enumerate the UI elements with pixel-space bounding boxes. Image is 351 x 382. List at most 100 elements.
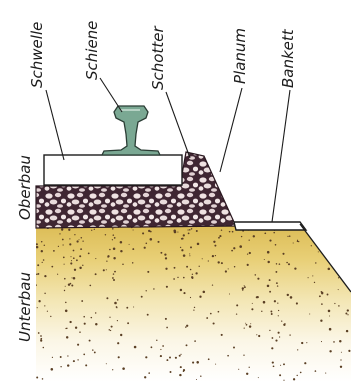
soil-speck — [165, 257, 167, 259]
soil-speck — [297, 349, 298, 350]
soil-speck — [69, 243, 71, 245]
soil-speck — [278, 332, 280, 334]
soil-speck — [67, 355, 68, 356]
soil-speck — [79, 267, 81, 269]
soil-speck — [180, 247, 181, 248]
soil-speck — [165, 318, 167, 320]
label-unterbau: Unterbau — [16, 272, 34, 342]
soil-speck — [147, 271, 149, 273]
soil-speck — [347, 309, 349, 311]
soil-speck — [144, 247, 146, 249]
soil-speck — [47, 311, 48, 312]
soil-speck — [200, 375, 201, 376]
soil-speck — [344, 280, 345, 281]
label-schwelle: Schwelle — [28, 22, 46, 88]
soil-speck — [188, 233, 190, 235]
soil-speck — [113, 279, 115, 281]
soil-speck — [61, 228, 63, 230]
soil-speck — [62, 239, 64, 241]
soil-speck — [95, 258, 96, 259]
soil-speck — [329, 350, 331, 352]
soil-speck — [308, 277, 309, 278]
soil-speck — [283, 363, 285, 365]
shoulder-bankett — [234, 222, 306, 230]
soil-speck — [325, 373, 326, 374]
soil-speck — [183, 370, 185, 372]
soil-speck — [160, 349, 161, 350]
soil-speck — [190, 297, 191, 298]
soil-speck — [218, 311, 220, 313]
soil-speck — [186, 344, 188, 346]
soil-speck — [239, 245, 242, 248]
soil-speck — [113, 234, 115, 236]
soil-speck — [271, 313, 273, 315]
soil-speck — [281, 320, 282, 321]
soil-speck — [76, 240, 78, 242]
soil-speck — [202, 258, 203, 259]
soil-speck — [196, 230, 198, 232]
soil-speck — [118, 356, 120, 358]
soil-speck — [66, 336, 68, 338]
soil-speck — [70, 256, 71, 257]
soil-speck — [287, 236, 288, 237]
soil-speck — [323, 234, 325, 236]
soil-speck — [36, 377, 38, 379]
soil-speck — [278, 310, 279, 311]
soil-speck — [150, 231, 152, 233]
soil-speck — [221, 262, 223, 264]
label-oberbau: Oberbau — [16, 155, 34, 220]
soil-speck — [264, 259, 265, 260]
soil-speck — [296, 302, 298, 304]
soil-speck — [311, 245, 312, 246]
soil-speck — [120, 241, 123, 244]
soil-speck — [77, 359, 78, 360]
soil-speck — [338, 247, 340, 249]
soil-speck — [321, 292, 323, 294]
soil-speck — [51, 368, 54, 371]
soil-speck — [82, 241, 83, 242]
soil-speck — [249, 252, 251, 254]
soil-speck — [44, 245, 45, 246]
soil-speck — [215, 255, 216, 256]
soil-speck — [58, 246, 59, 247]
soil-speck — [166, 327, 168, 329]
soil-speck — [278, 315, 279, 316]
soil-speck — [277, 285, 278, 286]
soil-speck — [242, 287, 244, 289]
soil-speck — [249, 367, 250, 368]
soil-speck — [189, 253, 190, 254]
soil-speck — [188, 229, 189, 230]
soil-speck — [297, 375, 298, 376]
soil-speck — [271, 347, 273, 349]
soil-speck — [117, 320, 118, 321]
soil-speck — [192, 362, 194, 364]
soil-speck — [38, 332, 40, 334]
soil-speck — [106, 261, 107, 262]
soil-speck — [103, 269, 105, 271]
soil-speck — [144, 376, 146, 378]
soil-speck — [160, 355, 162, 357]
soil-speck — [232, 231, 234, 233]
soil-speck — [180, 354, 181, 355]
soil-speck — [236, 313, 237, 314]
soil-speck — [43, 259, 45, 261]
soil-speck — [245, 323, 246, 324]
soil-speck — [229, 293, 230, 294]
soil-speck — [40, 335, 42, 337]
soil-speck — [318, 251, 319, 252]
soil-speck — [287, 294, 289, 296]
soil-speck — [185, 326, 186, 327]
soil-speck — [146, 243, 148, 245]
soil-speck — [190, 269, 192, 271]
soil-speck — [88, 253, 90, 255]
soil-speck — [177, 232, 178, 233]
soil-speck — [341, 352, 342, 353]
soil-speck — [126, 307, 128, 309]
sleeper-schwelle — [44, 155, 182, 185]
soil-speck — [275, 340, 277, 342]
soil-speck — [74, 234, 75, 235]
soil-speck — [193, 309, 194, 310]
soil-speck — [194, 340, 196, 342]
soil-speck — [289, 334, 290, 335]
soil-speck — [227, 355, 229, 357]
